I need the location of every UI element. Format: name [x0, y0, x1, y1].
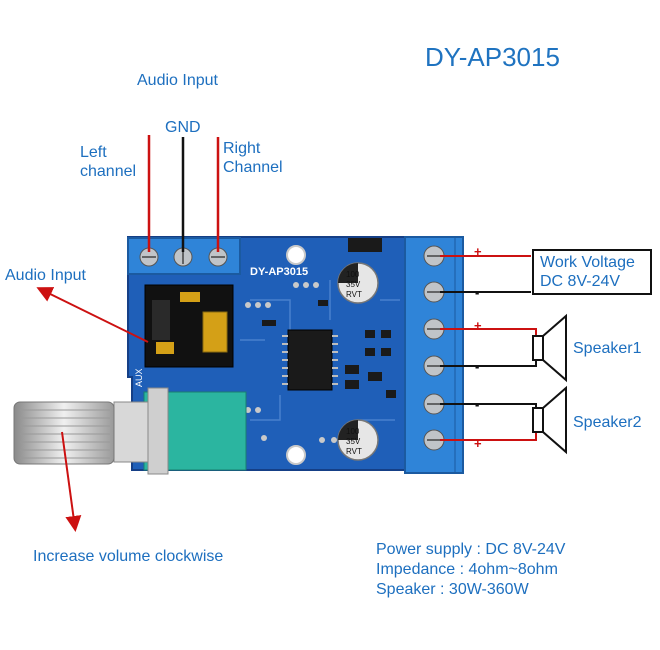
- speaker1-label: Speaker1: [573, 340, 642, 357]
- aux-silk: AUX: [134, 368, 144, 387]
- gnd-label: GND: [165, 119, 201, 136]
- left-channel-label-line1: Left: [80, 144, 107, 161]
- output-terminal-block: [404, 236, 464, 474]
- left-channel-label: Left channel: [80, 143, 136, 181]
- left-channel-label-line2: channel: [80, 163, 137, 180]
- work-voltage-line2: DC 8V-24V: [540, 273, 621, 290]
- cap-top-line1: 100: [346, 270, 360, 279]
- work-voltage-line1: Work Voltage: [540, 254, 635, 271]
- volume-label: Increase volume clockwise: [33, 548, 224, 565]
- board-model-silk: DY-AP3015: [250, 266, 308, 278]
- speaker2-plus-mark: +: [474, 436, 482, 451]
- speaker2-minus-mark: -: [475, 397, 479, 412]
- amplifier-ic: [282, 329, 338, 391]
- power-minus-mark: -: [475, 285, 479, 300]
- power-plus-mark: +: [474, 244, 482, 259]
- audio-input-side-label: Audio Input: [5, 267, 86, 284]
- audio-input-top-label: Audio Input: [137, 72, 218, 89]
- volume-potentiometer: [13, 387, 247, 475]
- speaker1-icon: [532, 313, 567, 383]
- spec-power-supply: Power supply : DC 8V-24V: [376, 541, 566, 558]
- mount-hole: [286, 245, 306, 265]
- cap-top-line3: RVT: [346, 290, 362, 299]
- right-channel-label: Right Channel: [223, 139, 283, 177]
- speaker2-label: Speaker2: [573, 414, 642, 431]
- cap-bottom-line3: RVT: [346, 447, 362, 456]
- right-channel-label-line2: Channel: [223, 159, 283, 176]
- speaker1-minus-mark: -: [475, 359, 479, 374]
- cap-bottom-line1: 100: [346, 427, 360, 436]
- cap-top-line2: 35V: [346, 280, 361, 289]
- specs-block: Power supply : DC 8V-24V Impedance : 4oh…: [376, 540, 565, 600]
- spec-speaker: Speaker : 30W-360W: [376, 581, 529, 598]
- audio-jack: [144, 284, 234, 368]
- diagram-title: DY-AP3015: [425, 42, 560, 72]
- cap-bottom-line2: 35V: [346, 437, 361, 446]
- work-voltage-box: Work Voltage DC 8V-24V: [532, 249, 652, 295]
- volume-arrow: [61, 431, 82, 532]
- right-channel-label-line1: Right: [223, 140, 261, 157]
- speaker2-icon: [532, 385, 567, 455]
- speaker1-plus-mark: +: [474, 318, 482, 333]
- capacitor-bottom: 100 35V RVT: [337, 419, 379, 461]
- audio-jack-arrow: [36, 287, 149, 343]
- mount-hole: [286, 445, 306, 465]
- capacitor-top: 100 35V RVT: [337, 262, 379, 304]
- input-terminal-block: [127, 237, 241, 275]
- smd-components: [262, 238, 396, 398]
- spec-impedance: Impedance : 4ohm~8ohm: [376, 561, 558, 578]
- pot-knob: [13, 401, 115, 465]
